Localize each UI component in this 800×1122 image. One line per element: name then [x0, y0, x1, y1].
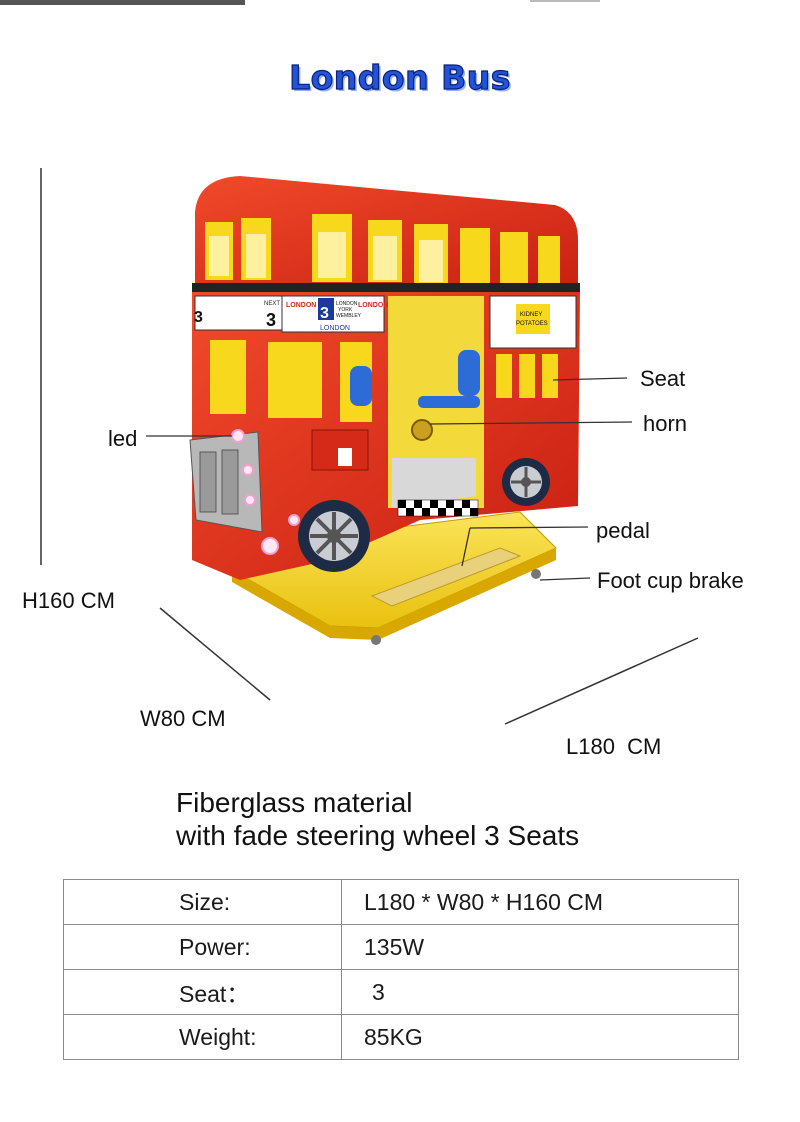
spec-key-size: Size: [63, 879, 342, 925]
spec-value-seat: 3 [341, 969, 739, 1015]
horn-label: horn [643, 411, 688, 436]
led-label: led [108, 426, 138, 451]
rear-wheel [502, 458, 550, 506]
side-route-number: 3 [266, 310, 276, 330]
front-sign-board [194, 295, 288, 331]
foot-cup-brake-right [531, 569, 541, 579]
london-bus-ride [189, 176, 580, 645]
checker-strip [397, 499, 479, 517]
table-row: Power: 135W [63, 924, 739, 970]
base-side [232, 548, 556, 640]
front-route-number: 3 [194, 309, 203, 326]
pedal-plate [370, 547, 522, 607]
right-brand-text: LONDON [358, 302, 388, 309]
front-wheel [298, 500, 370, 572]
length-dimension: L180 CM [566, 734, 662, 759]
spec-key-weight: Weight: [63, 1014, 342, 1060]
pedal-leader-line [469, 526, 589, 529]
seat-label: Seat [640, 366, 686, 391]
seat-middle [418, 396, 480, 408]
led-lights [231, 429, 300, 555]
destination-text-3: WEMBLEY [336, 313, 362, 319]
description-line-2: with fade steering wheel 3 Seats [176, 820, 580, 851]
brake-leader-line [539, 577, 591, 581]
seat-left [350, 366, 372, 406]
left-brand-text: LONDON [286, 302, 316, 309]
table-row: Size: L180 * W80 * H160 CM [63, 879, 739, 925]
pedal-leader-drop [461, 527, 471, 567]
top-edge-bar-right [530, 0, 600, 2]
bottom-brand-text: LONDON [320, 325, 350, 332]
width-dimension-line [159, 607, 271, 701]
height-dimension: H160 CM [22, 588, 115, 613]
product-description: Fiberglass material with fade steering w… [176, 786, 579, 852]
seat-right [458, 350, 480, 396]
table-row: Weight: 85KG [63, 1014, 739, 1060]
table-row: Seat： 3 [63, 969, 739, 1015]
length-dimension-line [504, 637, 699, 725]
description-line-1: Fiberglass material [176, 787, 413, 818]
horn-leader-line [429, 421, 633, 425]
spec-value-size: L180 * W80 * H160 CM [341, 879, 739, 925]
ad-text-2: POTATOES [516, 321, 548, 327]
foot-cup-brake-left [371, 635, 381, 645]
floor [392, 458, 476, 508]
center-route-number: 3 [320, 305, 329, 322]
spec-value-weight: 85KG [341, 1014, 739, 1060]
seat-leader-line [552, 377, 628, 381]
spec-key-seat: Seat： [63, 969, 342, 1015]
top-edge-bar [0, 0, 245, 5]
spec-value-power: 135W [341, 924, 739, 970]
destination-text-2: YORK [338, 307, 353, 313]
product-illustration: NEXT 3 3 LONDON 3 LONDON YORK WEMBLEY LO… [40, 168, 699, 725]
side-next-text: NEXT [264, 301, 280, 307]
spec-key-power: Power: [63, 924, 342, 970]
pedal-label: pedal [596, 518, 650, 543]
width-dimension: W80 CM [140, 706, 226, 731]
brake-label: Foot cup brake [597, 568, 744, 593]
page-title: London Bus [289, 57, 511, 97]
horn [411, 419, 433, 441]
deck-strip [192, 283, 580, 292]
ad-text-1: KIDNEY [520, 312, 542, 318]
destination-text-1: LONDON [336, 301, 358, 307]
spec-table: Size: L180 * W80 * H160 CM Power: 135W S… [63, 879, 739, 1060]
